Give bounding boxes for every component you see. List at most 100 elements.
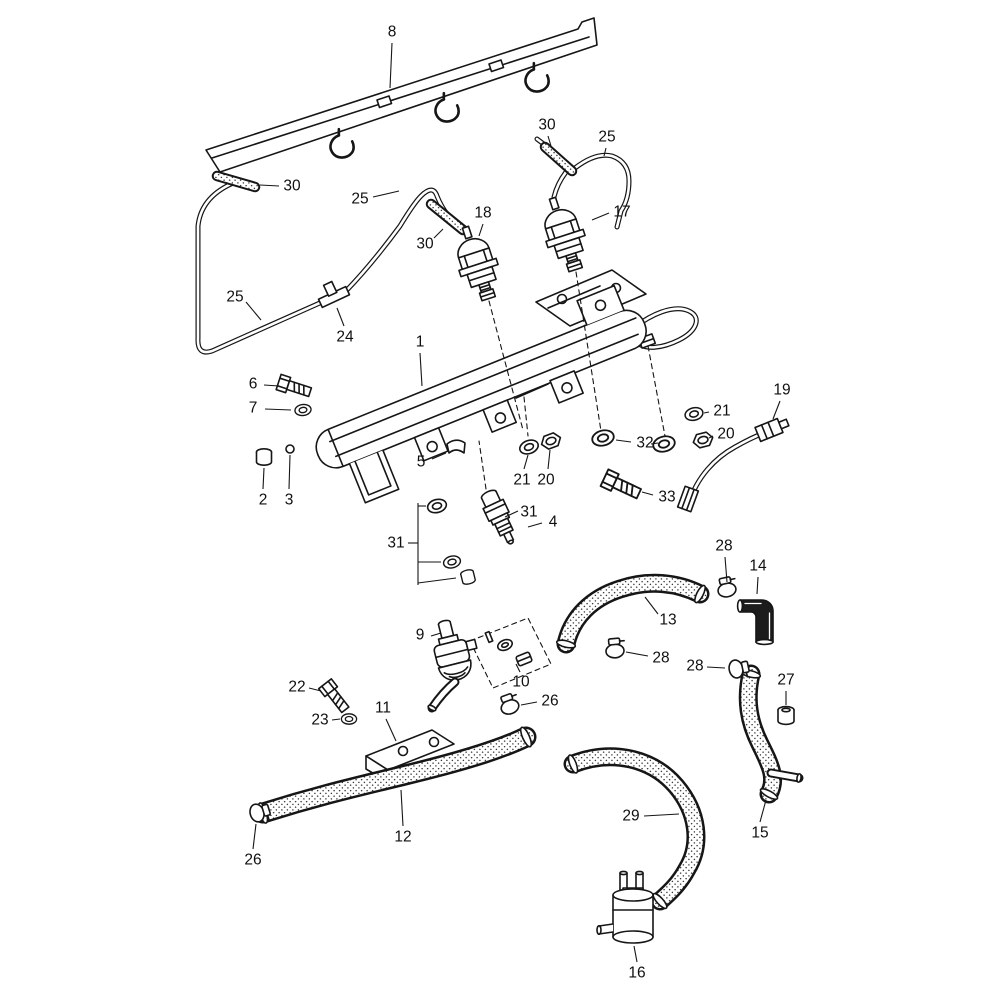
part-23-washer — [340, 713, 358, 725]
leader-line — [478, 223, 484, 237]
leader-line — [591, 212, 610, 221]
part-number-6: 6 — [249, 376, 258, 393]
part-7-washer — [293, 402, 313, 418]
part-14-elbow-fitting — [736, 599, 774, 646]
part-28-clamp — [604, 636, 627, 660]
leader-line — [264, 408, 292, 411]
part-number-20: 20 — [537, 472, 555, 489]
part-number-22: 22 — [288, 679, 305, 696]
leader-line — [431, 452, 447, 460]
part-number-14: 14 — [749, 558, 767, 575]
leader-line — [259, 184, 280, 187]
leader-line — [417, 577, 457, 584]
leader-line — [523, 454, 529, 470]
part-12-hose — [252, 726, 537, 824]
part-13-hose — [555, 573, 710, 654]
part-17-pressure-regulator — [533, 191, 595, 277]
part-33-bolt — [599, 468, 644, 503]
part-number-18: 18 — [474, 205, 491, 222]
part-9-valve — [433, 619, 478, 681]
part-21-washer — [517, 436, 541, 458]
part-number-19: 19 — [773, 382, 790, 399]
part-number-32: 32 — [636, 435, 653, 452]
part-19-fuel-pipe — [676, 417, 790, 513]
leader-line — [759, 799, 767, 823]
leader-line — [331, 718, 341, 721]
part-15-hose — [738, 664, 804, 804]
leader-line — [372, 190, 400, 198]
valve-outlet-tube — [427, 677, 460, 713]
part-number-30: 30 — [283, 178, 301, 195]
leader-line — [308, 687, 322, 692]
part-number-30: 30 — [416, 236, 434, 253]
leader-line — [643, 813, 680, 817]
part-number-31: 31 — [387, 535, 404, 552]
part-18-pressure-regulator — [446, 220, 508, 306]
leader-line — [547, 449, 551, 470]
leader-line — [756, 576, 759, 595]
part-29-hose — [563, 747, 706, 911]
leader-line — [633, 945, 638, 963]
leader-line — [288, 454, 291, 490]
leader-line — [245, 301, 262, 321]
part-number-13: 13 — [659, 612, 676, 629]
part-number-27: 27 — [777, 672, 794, 689]
leader-line — [515, 663, 521, 673]
part-20-nut — [538, 430, 564, 452]
part-number-17: 17 — [613, 204, 630, 221]
leader-line — [650, 442, 659, 445]
leader-line — [708, 435, 714, 439]
part-32-washer — [589, 427, 617, 449]
leader-line — [430, 632, 442, 637]
part-4-fuel-injector — [480, 489, 515, 545]
part-number-1: 1 — [416, 334, 425, 351]
part-5-clamp-piece — [446, 439, 466, 454]
part-number-28: 28 — [715, 538, 732, 555]
part-number-25: 25 — [226, 289, 243, 306]
leader-line — [389, 42, 393, 89]
leader-line — [615, 439, 632, 443]
part-26-clamp — [496, 691, 523, 718]
part-number-11: 11 — [375, 700, 391, 717]
part-number-9: 9 — [416, 627, 425, 644]
part-2-cap — [255, 447, 273, 467]
part-number-8: 8 — [388, 24, 397, 41]
part-number-20: 20 — [717, 426, 735, 443]
part-6-bolt — [275, 373, 314, 401]
leader-line — [703, 411, 710, 414]
part-number-28: 28 — [686, 658, 703, 675]
part-27-plug — [777, 705, 795, 726]
leader-line — [252, 823, 257, 850]
part-number-28: 28 — [652, 650, 669, 667]
leader-line — [547, 135, 552, 147]
part-3-ball — [285, 444, 295, 454]
part-28-clamp — [726, 656, 752, 681]
part-number-21: 21 — [713, 403, 730, 420]
part-number-4: 4 — [549, 514, 558, 531]
leader-line — [419, 352, 423, 387]
leader-line — [433, 228, 444, 239]
part-1-fuel-rail — [315, 284, 647, 504]
part-number-2: 2 — [259, 492, 268, 509]
leader-line — [262, 467, 265, 490]
part-24-t-connector — [317, 280, 351, 309]
part-number-16: 16 — [628, 965, 645, 982]
part-16-valve — [596, 870, 654, 944]
part-number-15: 15 — [751, 825, 768, 842]
part-number-26: 26 — [244, 852, 261, 869]
leader-line — [263, 384, 280, 387]
leader-line — [724, 556, 728, 583]
part-number-29: 29 — [622, 808, 639, 825]
leader-line — [385, 718, 397, 742]
leader-line — [504, 510, 519, 518]
part-21-washer — [682, 405, 706, 423]
leader-line — [400, 789, 404, 827]
alignment-dashes — [478, 271, 666, 490]
part-number-10: 10 — [512, 674, 530, 691]
part-31-cap — [459, 568, 477, 586]
part-number-24: 24 — [336, 329, 354, 346]
part-number-12: 12 — [394, 829, 411, 846]
part-number-3: 3 — [285, 492, 294, 509]
part-22-bolt — [317, 678, 353, 716]
